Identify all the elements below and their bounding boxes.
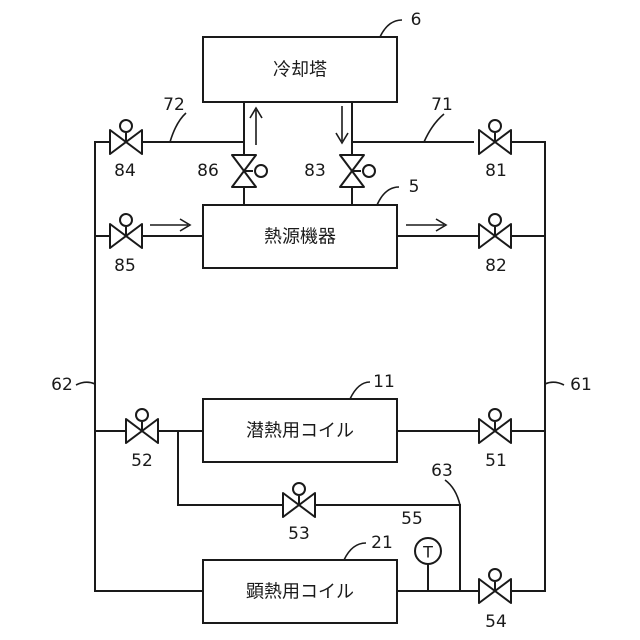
ref-55: 55 (401, 509, 423, 529)
ref-86: 86 (197, 161, 219, 181)
ref-51: 51 (485, 451, 507, 471)
flow-arrow-up-icon (250, 108, 262, 145)
valve-52 (126, 409, 158, 443)
valve-83 (340, 155, 375, 187)
valve-53 (283, 483, 315, 517)
valve-85 (110, 214, 142, 248)
reference-numerals: 6 5 11 21 55 71 72 61 62 63 81 82 83 84 … (51, 10, 592, 632)
ref-84: 84 (114, 161, 136, 181)
valve-82 (479, 214, 511, 248)
leader-61 (545, 382, 564, 385)
pipe-72 (142, 102, 244, 142)
valve-54 (479, 569, 511, 603)
ref-53: 53 (288, 524, 310, 544)
ref-62: 62 (51, 375, 73, 395)
valve-84 (110, 120, 142, 154)
temperature-sensor: T (415, 538, 441, 564)
ref-71: 71 (431, 95, 453, 115)
flow-arrow-right-icon (150, 219, 190, 231)
ref-82: 82 (485, 256, 507, 276)
ref-72: 72 (163, 95, 185, 115)
ref-11: 11 (373, 372, 395, 392)
sensible-coil-label: 顕熱用コイル (246, 582, 354, 603)
pipe-61 (512, 142, 545, 591)
temperature-sensor-symbol: T (422, 543, 433, 562)
ref-6: 6 (411, 10, 422, 30)
ref-81: 81 (485, 161, 507, 181)
ref-54: 54 (485, 612, 507, 632)
leader-5 (377, 187, 399, 205)
flow-arrow-down-icon (336, 106, 348, 143)
ref-61: 61 (570, 375, 592, 395)
ref-52: 52 (131, 451, 153, 471)
cooling-tower: 冷却塔 (203, 37, 397, 102)
heat-source-label: 熱源機器 (264, 227, 336, 248)
ref-83: 83 (304, 161, 326, 181)
ref-85: 85 (114, 256, 136, 276)
ref-21: 21 (371, 533, 393, 553)
valve-86 (232, 155, 267, 187)
sensible-heat-coil: 顕熱用コイル (203, 560, 397, 623)
ref-5: 5 (409, 177, 420, 197)
leader-11 (350, 382, 370, 399)
heat-source-equipment: 熱源機器 (203, 205, 397, 268)
latent-coil-label: 潜熱用コイル (246, 421, 354, 442)
leader-6 (380, 20, 402, 37)
leader-21 (344, 543, 366, 560)
leader-72 (170, 113, 186, 142)
leader-71 (424, 114, 444, 142)
latent-heat-coil: 潜熱用コイル (203, 399, 397, 462)
ref-63: 63 (431, 461, 453, 481)
valve-51 (479, 409, 511, 443)
pipe-71 (352, 102, 474, 142)
flow-arrow-right-icon (406, 219, 446, 231)
leader-62 (76, 382, 95, 385)
leader-63 (445, 480, 460, 505)
pipe-62 (95, 142, 203, 591)
cooling-tower-label: 冷却塔 (273, 60, 327, 81)
valve-81 (479, 120, 511, 154)
